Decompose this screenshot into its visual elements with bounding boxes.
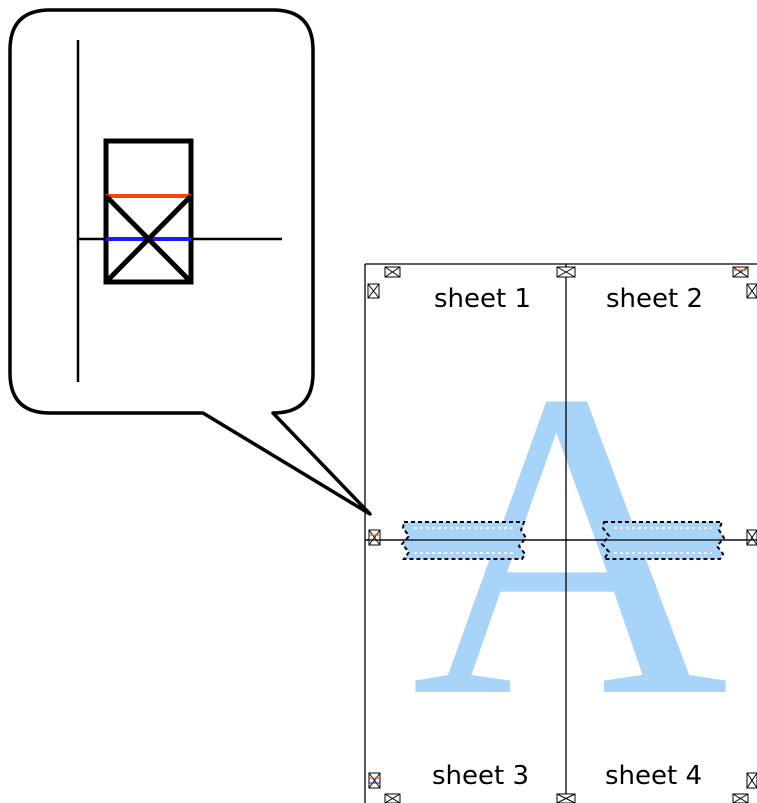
crop-mark-icon xyxy=(384,266,401,278)
crop-mark-icon xyxy=(746,772,757,789)
crop-mark-icon xyxy=(746,529,757,546)
crop-mark-icon xyxy=(367,283,380,299)
crop-mark-icon xyxy=(384,793,401,803)
sheet-2-label: sheet 2 xyxy=(606,284,704,314)
crop-mark-icon xyxy=(732,793,749,803)
magnified-mark-box xyxy=(103,138,194,285)
crop-mark-icon xyxy=(732,266,749,278)
crop-mark-icon xyxy=(368,529,381,546)
crop-mark-icon xyxy=(556,266,576,278)
crop-mark-icon xyxy=(368,772,381,789)
crop-mark-icon xyxy=(556,793,576,803)
magnified-crop-mark xyxy=(76,40,282,382)
crop-marks xyxy=(367,266,757,803)
crop-mark-icon xyxy=(746,283,757,299)
sheet-4-label: sheet 4 xyxy=(605,761,703,791)
sheet-1-label: sheet 1 xyxy=(434,284,532,314)
sheet-3-label: sheet 3 xyxy=(432,761,530,791)
